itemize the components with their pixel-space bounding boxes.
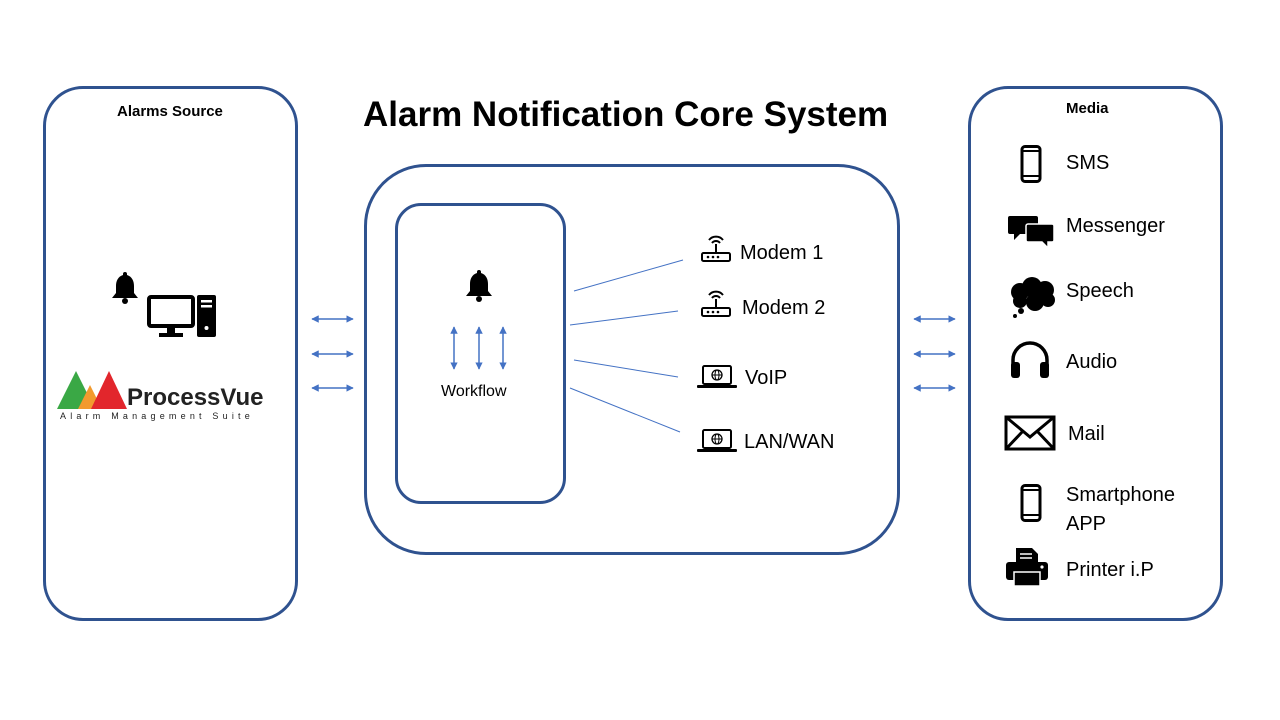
channel-modem-1-label: Modem 1	[740, 242, 824, 264]
media-mail-label: Mail	[1068, 423, 1105, 445]
processvue-logo	[57, 371, 127, 409]
alarms-source-title: Alarms Source	[117, 103, 223, 120]
media-audio-label: Audio	[1066, 351, 1118, 373]
voip-laptop-globe-icon	[697, 365, 737, 388]
channel-connector	[569, 387, 681, 433]
media-sms-label: SMS	[1066, 152, 1110, 174]
desktop-computer-icon	[147, 295, 216, 337]
channel-connector	[573, 259, 684, 292]
channel-lan-wan-label: LAN/WAN	[744, 431, 835, 453]
channel-modem-2-label: Modem 2	[742, 297, 826, 319]
media-smartphone-app-label: Smartphone APP	[1066, 484, 1175, 535]
workflow-bell-icon	[466, 270, 492, 302]
channel-connector	[573, 359, 679, 378]
messenger-chat-bubbles-icon	[1008, 216, 1055, 248]
modem-2-router-icon	[701, 290, 731, 317]
sms-mobile-phone-icon	[1020, 145, 1042, 183]
processvue-logo-tagline: Alarm Management Suite	[60, 411, 254, 421]
channel-connector	[569, 310, 679, 326]
alarms-source-panel	[43, 86, 298, 621]
media-messenger-label: Messenger	[1066, 215, 1165, 237]
audio-headphones-icon	[1011, 341, 1049, 378]
diagram-title: Alarm Notification Core System	[363, 95, 889, 134]
lan-wan-laptop-globe-icon	[697, 429, 737, 452]
bell-icon	[112, 272, 138, 304]
media-speech-label: Speech	[1066, 280, 1134, 302]
media-printer-label: Printer i.P	[1066, 559, 1154, 581]
processvue-logo-name: ProcessVue	[127, 384, 264, 411]
modem-1-router-icon	[701, 235, 731, 262]
channel-voip-label: VoIP	[745, 367, 788, 389]
media-title: Media	[1066, 100, 1109, 117]
workflow-label: Workflow	[441, 383, 507, 400]
media-panel	[968, 86, 1223, 621]
smartphone-app-icon	[1020, 484, 1042, 522]
mail-envelope-icon	[1004, 415, 1056, 451]
speech-thought-cloud-icon	[1011, 277, 1055, 318]
printer-icon	[1006, 548, 1048, 587]
